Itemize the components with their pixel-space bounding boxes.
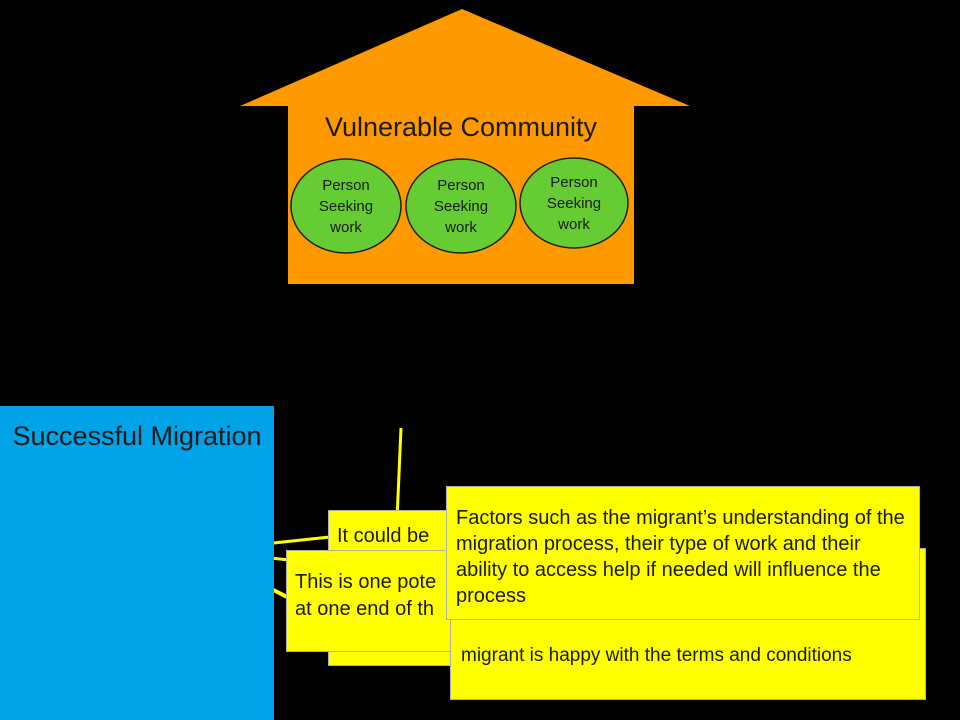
callout-text: This is one pote at one end of th (295, 571, 437, 620)
callout-text: migrant is happy with the terms and cond… (461, 645, 852, 666)
callout-text: It could be (337, 525, 430, 547)
person-circle (405, 158, 517, 254)
person-circle (519, 157, 629, 249)
person-label: Person Seeking work (433, 176, 489, 236)
person-label: Person Seeking work (546, 173, 602, 233)
person-label: Person Seeking work (318, 176, 374, 236)
person-seeking-work: Person Seeking work (534, 167, 614, 239)
person-circle (290, 158, 402, 254)
callout-one-potential: This is one pote at one end of th (286, 550, 466, 652)
callout-factors: Factors such as the migrant’s understand… (446, 486, 920, 620)
person-seeking-work: Person Seeking work (306, 170, 386, 242)
successful-migration-title: Successful Migration (12, 421, 262, 451)
successful-migration-box (0, 406, 274, 720)
callout-text: Factors such as the migrant’s understand… (456, 507, 905, 607)
community-title: Vulnerable Community (324, 112, 598, 142)
person-seeking-work: Person Seeking work (421, 170, 501, 242)
house-roof (240, 9, 690, 106)
